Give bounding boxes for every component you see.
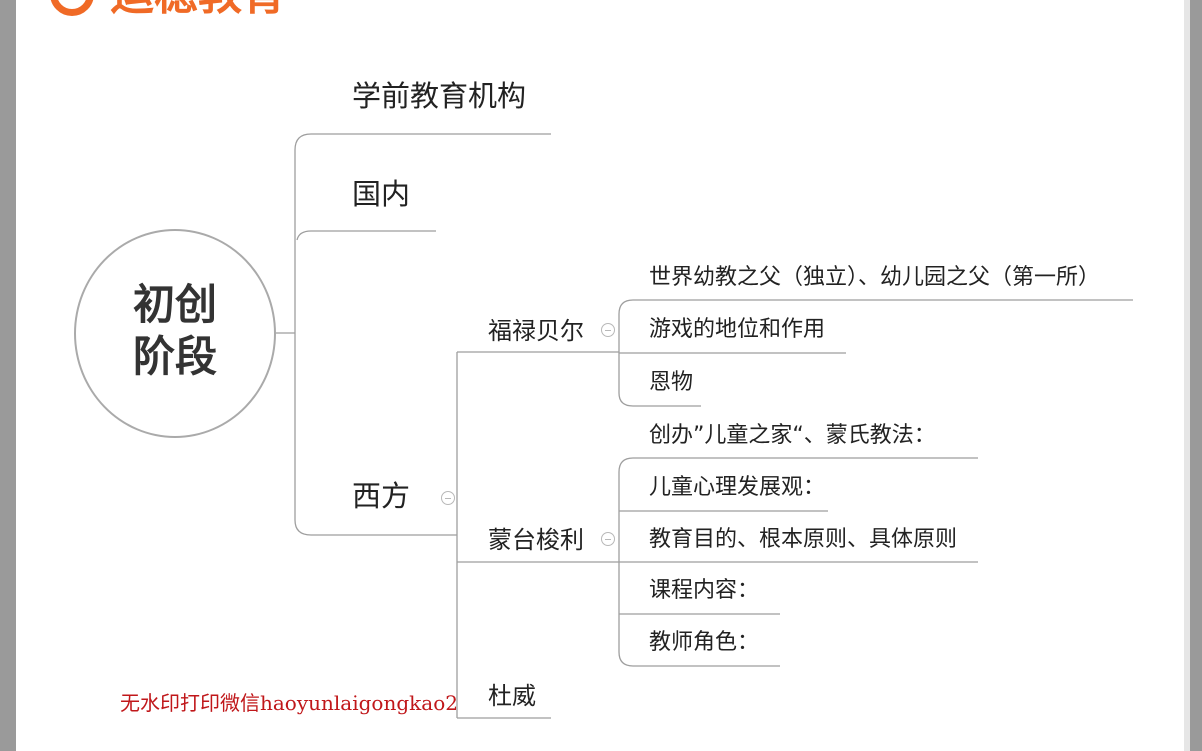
heading-node[interactable]: 学前教育机构 [352,79,527,113]
root-node[interactable]: 初创 阶段 [74,229,276,438]
logo-text: 运稳教育 [110,0,410,18]
root-label: 初创 阶段 [132,280,217,381]
montessori-item[interactable]: 儿童心理发展观： [649,475,826,500]
level1-spine [294,133,312,536]
mindmap-page: 运稳教育 初创 阶段 [16,0,1184,751]
froebel-item[interactable]: 恩物 [649,370,694,395]
montessori-collapse-icon[interactable] [601,532,615,546]
montessori-item[interactable]: 教育目的、根本原则、具体原则 [649,527,958,552]
western-node[interactable]: 西方 [352,479,411,513]
domestic-underline [296,230,436,241]
connector-lines [276,133,1133,719]
brand-logo: 运稳教育 [46,0,416,18]
dewey-node[interactable]: 杜威 [488,682,536,710]
froebel-node[interactable]: 福禄贝尔 [488,317,584,345]
montessori-node[interactable]: 蒙台梭利 [488,526,584,554]
western-collapse-icon[interactable] [441,491,455,505]
froebel-collapse-icon[interactable] [601,323,615,337]
froebel-item[interactable]: 游戏的地位和作用 [649,317,826,342]
montessori-item[interactable]: 创办”儿童之家“、蒙氏教法： [649,423,936,448]
domestic-node[interactable]: 国内 [352,177,411,211]
froebel-item[interactable]: 世界幼教之父（独立）、幼儿园之父（第一所） [649,265,1101,290]
watermark-text: 无水印打印微信haoyunlaigongkao2 [120,691,458,715]
page-edge [1184,0,1190,751]
montessori-item[interactable]: 课程内容： [649,578,760,603]
montessori-item[interactable]: 教师角色： [649,630,760,655]
